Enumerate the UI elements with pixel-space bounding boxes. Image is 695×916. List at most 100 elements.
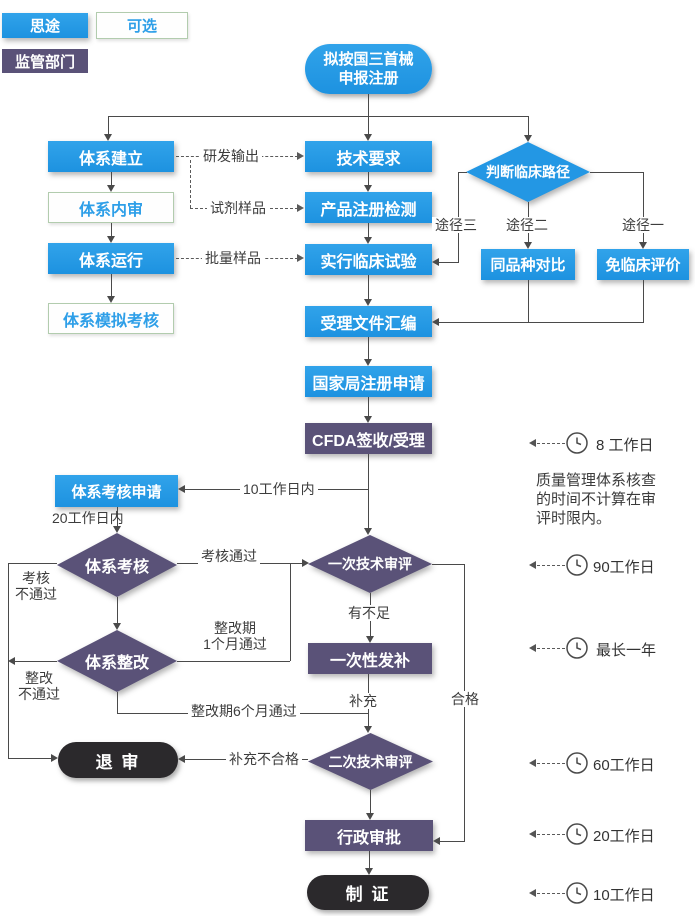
line — [368, 94, 369, 116]
legend-regulator: 监管部门 — [2, 49, 88, 73]
node-exempt: 免临床评价 — [597, 249, 689, 280]
timer-label: 8 工作日 — [596, 437, 654, 454]
line — [528, 116, 529, 136]
timer-label: 10工作日 — [593, 887, 655, 904]
node-sys-run: 体系运行 — [48, 243, 174, 274]
line — [439, 262, 459, 263]
line — [590, 172, 643, 173]
label-qualified: 合格 — [448, 691, 482, 707]
line — [368, 337, 369, 360]
arrow-right — [297, 152, 304, 160]
node-admin: 行政审批 — [305, 820, 433, 851]
label-batch-sample: 批量样品 — [202, 250, 264, 266]
arrow-left — [529, 759, 536, 767]
arrow-left — [178, 485, 185, 493]
line — [177, 661, 290, 662]
node-national-apply: 国家局注册申请 — [305, 366, 432, 397]
label-supp-fail: 补充不合格 — [226, 751, 302, 767]
node-product-test: 产品注册检测 — [305, 192, 432, 223]
line — [458, 172, 467, 173]
arrow-down — [113, 623, 121, 630]
arrow-down — [364, 185, 372, 192]
node-start: 拟按国三首械 申报注册 — [305, 44, 432, 94]
arrow-down — [366, 813, 374, 820]
arrow-right — [297, 204, 304, 212]
line — [440, 841, 465, 842]
line — [369, 851, 370, 869]
node-reject: 退 审 — [58, 742, 178, 778]
node-sys-audit: 体系内审 — [48, 192, 174, 223]
clock-icon — [566, 554, 588, 576]
dashed-line — [537, 834, 565, 835]
node-tech-req: 技术要求 — [305, 141, 432, 172]
arrow-down — [107, 185, 115, 192]
line — [368, 454, 369, 529]
arrow-left — [529, 439, 536, 447]
dashed-line — [537, 893, 565, 894]
timer-label: 60工作日 — [593, 757, 655, 774]
node-path-judge: 判断临床路径 — [466, 142, 590, 202]
clock-icon — [566, 752, 588, 774]
label-supplement: 补充 — [346, 693, 380, 709]
label-reagent-sample: 试剂样品 — [207, 200, 269, 216]
arrow-left — [529, 561, 536, 569]
label-within-20: 20工作日内 — [52, 510, 124, 526]
legend-situ: 思途 — [2, 13, 88, 38]
line — [643, 172, 644, 243]
line — [108, 116, 529, 117]
arrow-down — [639, 242, 647, 249]
arrow-left — [529, 644, 536, 652]
arrow-right — [297, 254, 304, 262]
line — [117, 692, 118, 713]
arrow-down — [365, 868, 373, 875]
arrow-right — [302, 559, 309, 567]
node-sys-exam: 体系考核 — [57, 533, 177, 597]
label-rd-output: 研发输出 — [200, 148, 262, 164]
arrow-down — [364, 237, 372, 244]
arrow-right — [51, 754, 58, 762]
line — [111, 274, 112, 297]
clock-icon — [566, 823, 588, 845]
node-clinical-trial: 实行临床试验 — [305, 244, 432, 275]
line — [117, 597, 118, 624]
arrow-down — [364, 134, 372, 141]
node-sys-build: 体系建立 — [48, 141, 174, 172]
line — [117, 507, 118, 527]
arrow-down — [364, 528, 372, 535]
arrow-left — [432, 258, 439, 266]
label-rectify-6m: 整改期6个月通过 — [188, 703, 300, 719]
line — [111, 172, 112, 186]
node-review2: 二次技术审评 — [308, 733, 433, 790]
arrow-down — [113, 526, 121, 533]
line — [528, 280, 529, 322]
arrow-left — [432, 318, 439, 326]
line — [368, 223, 369, 238]
label-path1: 途径一 — [619, 217, 667, 233]
line — [368, 172, 369, 186]
arrow-down — [364, 416, 372, 423]
note-text: 质量管理体系核查的时间不计算在审评时限内。 — [536, 472, 657, 527]
arrow-down — [524, 135, 532, 142]
clock-icon — [566, 432, 588, 454]
arrow-down — [107, 296, 115, 303]
node-sys-mock: 体系模拟考核 — [48, 303, 174, 334]
line — [111, 223, 112, 237]
label-exam-pass: 考核通过 — [198, 548, 260, 564]
line — [8, 563, 57, 564]
dashed-line — [537, 648, 565, 649]
timer-label: 90工作日 — [593, 559, 655, 576]
node-review1: 一次技术审评 — [308, 535, 432, 593]
line — [8, 758, 52, 759]
dashed-line — [537, 763, 565, 764]
label-deficient: 有不足 — [345, 605, 393, 621]
label-exam-fail: 考核 不通过 — [15, 570, 57, 602]
node-supplement: 一次性发补 — [308, 643, 432, 674]
node-cert: 制 证 — [307, 875, 429, 910]
line — [108, 116, 109, 135]
dashed-line — [190, 160, 191, 208]
line — [643, 280, 644, 322]
label-path3: 途径三 — [432, 217, 480, 233]
timer-label: 最长一年 — [596, 642, 657, 659]
node-same-kind: 同品种对比 — [481, 249, 575, 280]
